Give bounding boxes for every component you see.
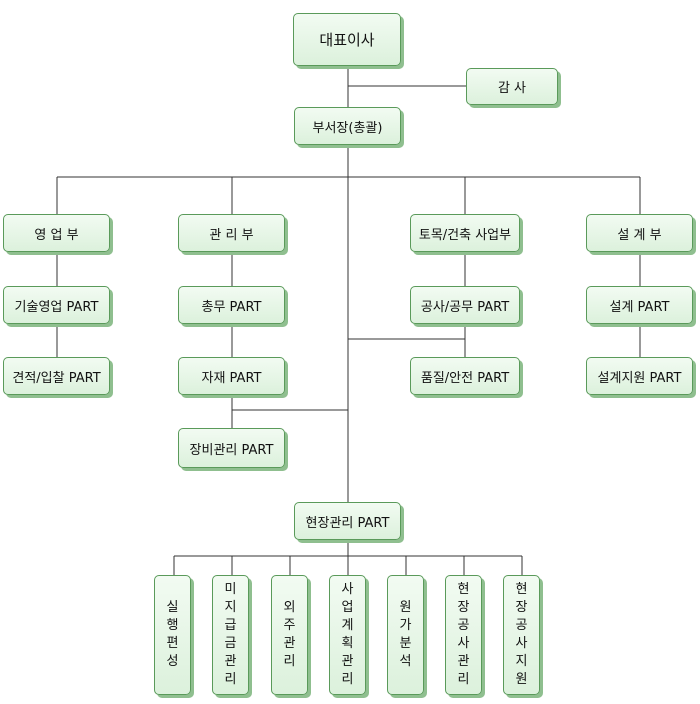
part-sales-bid-box: 견적/입찰 PART [3, 357, 110, 395]
director-box: 부서장(총괄) [294, 107, 401, 145]
ceo-box: 대표이사 [293, 13, 401, 66]
audit-box: 감 사 [466, 68, 558, 105]
dept-design-box: 설 계 부 [586, 214, 693, 252]
part-admin-equipment-box: 장비관리 PART [178, 428, 285, 468]
part-civil-quality-box: 품질/안전 PART [410, 357, 520, 395]
part-design-box: 설계 PART [586, 286, 693, 324]
dept-admin-box: 관 리 부 [178, 214, 285, 252]
part-design-support-box: 설계지원 PART [586, 357, 693, 395]
part-admin-general-box: 총무 PART [178, 286, 285, 324]
part-sales-tech-box: 기술영업 PART [3, 286, 110, 324]
dept-civil-box: 토목/건축 사업부 [410, 214, 520, 252]
part-admin-material-box: 자재 PART [178, 357, 285, 395]
dept-sales-box: 영 업 부 [3, 214, 110, 252]
site-management-box: 현장관리 PART [294, 502, 401, 540]
part-civil-construction-box: 공사/공무 PART [410, 286, 520, 324]
